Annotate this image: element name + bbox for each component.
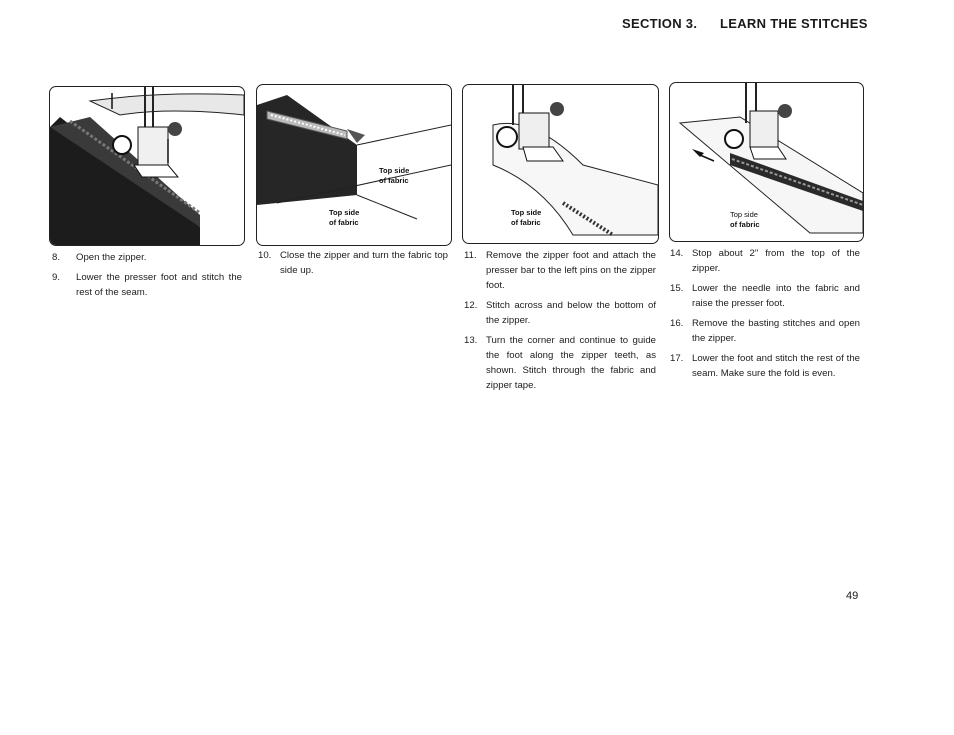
illustration-stop-at-zipper-top: Top side of fabric [678, 83, 863, 234]
figure-stitch-across: Top side of fabric [462, 84, 659, 244]
step-text: Stitch across and below the bottom of th… [486, 300, 656, 326]
step-number: 12. [464, 300, 478, 311]
step-text: Turn the corner and continue to guide th… [486, 335, 656, 391]
steps-column-1: 8. Open the zipper. 9. Lower the presser… [52, 250, 242, 305]
figure-open-zipper [49, 86, 245, 246]
caption-top-side-2: Top side [329, 208, 359, 217]
step-11: 11. Remove the zipper foot and attach th… [464, 248, 656, 293]
step-text: Close the zipper and turn the fabric top… [280, 250, 448, 276]
caption-of-fabric-4: of fabric [730, 220, 760, 229]
step-number: 11. [464, 250, 477, 261]
caption-top-side-4: Top side [730, 210, 758, 219]
step-8: 8. Open the zipper. [52, 250, 242, 265]
caption-of-fabric-3: of fabric [511, 218, 541, 227]
illustration-presser-foot-open-zipper [50, 87, 244, 245]
caption-of-fabric-1: of fabric [379, 176, 409, 185]
step-9: 9. Lower the presser foot and stitch the… [52, 270, 242, 300]
step-number: 9. [52, 272, 61, 283]
step-text: Lower the foot and stitch the rest of th… [692, 353, 860, 379]
step-12: 12. Stitch across and below the bottom o… [464, 298, 656, 328]
step-text: Stop about 2" from the top of the zipper… [692, 248, 860, 274]
caption-top-side-1: Top side [379, 166, 409, 175]
step-text: Lower the needle into the fabric and rai… [692, 283, 860, 309]
step-10: 10. Close the zipper and turn the fabric… [258, 248, 448, 278]
steps-column-4: 14. Stop about 2" from the top of the zi… [670, 246, 860, 386]
figure-close-zipper: Top side of fabric Top side of fabric [256, 84, 452, 246]
step-17: 17. Lower the foot and stitch the rest o… [670, 351, 860, 381]
figure-stop-before-top: Top side of fabric [669, 82, 864, 242]
step-14: 14. Stop about 2" from the top of the zi… [670, 246, 860, 276]
step-number: 15. [670, 283, 684, 294]
illustration-zipper-top-side: Top side of fabric Top side of fabric [257, 95, 451, 227]
step-number: 8. [52, 252, 61, 263]
section-number: SECTION 3. [622, 16, 698, 31]
section-title: LEARN THE STITCHES [720, 16, 868, 31]
step-16: 16. Remove the basting stitches and open… [670, 316, 860, 346]
caption-top-side-3: Top side [511, 208, 541, 217]
step-number: 14. [670, 248, 684, 259]
step-text: Lower the presser foot and stitch the re… [76, 272, 242, 298]
caption-of-fabric-2: of fabric [329, 218, 359, 227]
step-number: 16. [670, 318, 684, 329]
steps-column-2: 10. Close the zipper and turn the fabric… [258, 248, 448, 283]
step-text: Remove the zipper foot and attach the pr… [486, 250, 656, 291]
illustration-stitch-bottom-of-zipper: Top side of fabric [492, 85, 658, 237]
step-number: 13. [464, 335, 478, 346]
step-text: Remove the basting stitches and open the… [692, 318, 860, 344]
step-number: 10. [258, 250, 272, 261]
step-text: Open the zipper. [76, 252, 147, 263]
step-number: 17. [670, 353, 684, 364]
page-header: SECTION 3. LEARN THE STITCHES [0, 16, 954, 36]
step-15: 15. Lower the needle into the fabric and… [670, 281, 860, 311]
page-number: 49 [846, 590, 859, 602]
steps-column-3: 11. Remove the zipper foot and attach th… [464, 248, 656, 398]
step-13: 13. Turn the corner and continue to guid… [464, 333, 656, 393]
